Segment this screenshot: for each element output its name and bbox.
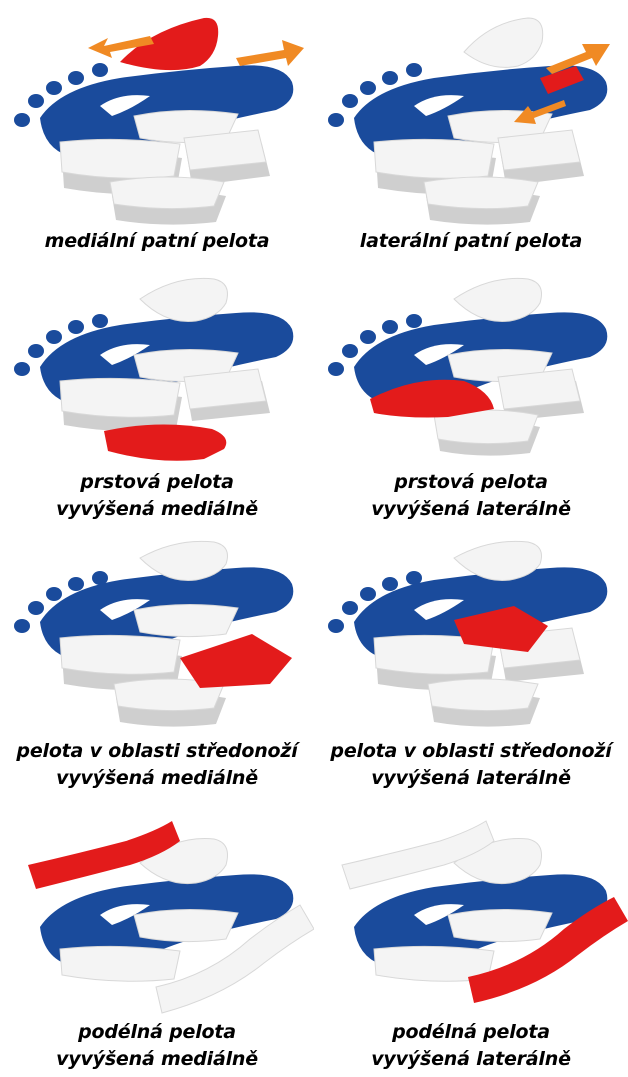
toe-dot xyxy=(342,601,358,615)
toe-dot xyxy=(406,571,422,585)
toe-dot xyxy=(382,577,398,591)
toe-dot xyxy=(342,344,358,358)
red-midfoot-pad xyxy=(180,634,292,688)
piece-forefoot xyxy=(60,139,180,178)
toe-dot xyxy=(28,601,44,615)
caption-line: laterální patní pelota xyxy=(314,228,628,255)
caption-line: vyvýšená laterálně xyxy=(314,765,628,792)
caption: podélná pelota vyvýšená mediálně xyxy=(0,1019,314,1073)
caption-line: pelota v oblasti středonoží xyxy=(0,738,314,765)
toe-dot xyxy=(92,571,108,585)
panel-longitudinal-medial: podélná pelota vyvýšená mediálně xyxy=(0,807,314,1076)
toe-dot xyxy=(46,587,62,601)
panel-midfoot-lateral: pelota v oblasti středonoží vyvýšená lat… xyxy=(314,538,628,807)
caption: laterální patní pelota xyxy=(314,228,628,255)
caption-line: vyvýšená laterálně xyxy=(314,1046,628,1073)
toe-dot xyxy=(68,71,84,85)
caption-line: podélná pelota xyxy=(314,1019,628,1046)
piece-toe xyxy=(428,679,538,711)
piece-toe xyxy=(424,177,538,209)
toe-dot xyxy=(406,314,422,328)
toe-dot xyxy=(28,344,44,358)
caption-line: vyvýšená mediálně xyxy=(0,765,314,792)
caption-line: vyvýšená mediálně xyxy=(0,496,314,523)
toe-dot xyxy=(14,619,30,633)
white-longitudinal-strip xyxy=(342,821,494,889)
toe-dot xyxy=(328,113,344,127)
panel-heel-lateral: laterální patní pelota xyxy=(314,0,628,269)
arrow-right xyxy=(236,40,304,66)
piece-midfoot xyxy=(134,909,238,941)
toe-dot xyxy=(360,330,376,344)
heel-cup xyxy=(454,278,542,321)
toe-dot xyxy=(360,587,376,601)
caption-line: pelota v oblasti středonoží xyxy=(314,738,628,765)
caption-line: vyvýšená laterálně xyxy=(314,496,628,523)
panel-heel-medial: mediální patní pelota xyxy=(0,0,314,269)
toe-dot xyxy=(382,320,398,334)
panel-toe-lateral: prstová pelota vyvýšená laterálně xyxy=(314,269,628,538)
toe-dot xyxy=(28,94,44,108)
caption: pelota v oblasti středonoží vyvýšená med… xyxy=(0,738,314,792)
toe-dot xyxy=(68,320,84,334)
heel-cup xyxy=(140,278,228,321)
caption: pelota v oblasti středonoží vyvýšená lat… xyxy=(314,738,628,792)
toe-dot xyxy=(92,314,108,328)
red-toe-pad xyxy=(104,424,226,460)
piece-forefoot xyxy=(374,139,494,178)
piece-forefoot xyxy=(60,946,180,981)
panel-midfoot-medial: pelota v oblasti středonoží vyvýšená med… xyxy=(0,538,314,807)
panel-toe-medial: prstová pelota vyvýšená mediálně xyxy=(0,269,314,538)
toe-dot xyxy=(68,577,84,591)
piece-forefoot xyxy=(60,378,180,417)
caption-line: mediální patní pelota xyxy=(0,228,314,255)
toe-dot xyxy=(92,63,108,77)
caption: prstová pelota vyvýšená laterálně xyxy=(314,469,628,523)
panel-longitudinal-lateral: podélná pelota vyvýšená laterálně xyxy=(314,807,628,1076)
caption-line: prstová pelota xyxy=(0,469,314,496)
toe-dot xyxy=(328,619,344,633)
heel-cup xyxy=(464,18,543,67)
caption: podélná pelota vyvýšená laterálně xyxy=(314,1019,628,1073)
caption: mediální patní pelota xyxy=(0,228,314,255)
piece-forefoot xyxy=(60,635,180,674)
toe-dot xyxy=(360,81,376,95)
piece-toe xyxy=(110,177,224,209)
caption-line: prstová pelota xyxy=(314,469,628,496)
toe-dot xyxy=(382,71,398,85)
toe-dot xyxy=(46,330,62,344)
toe-dot xyxy=(14,113,30,127)
caption-line: vyvýšená mediálně xyxy=(0,1046,314,1073)
toe-dot xyxy=(14,362,30,376)
toe-dot xyxy=(46,81,62,95)
toe-dot xyxy=(328,362,344,376)
caption-line: podélná pelota xyxy=(0,1019,314,1046)
piece-midfoot xyxy=(448,909,552,941)
caption: prstová pelota vyvýšená mediálně xyxy=(0,469,314,523)
toe-dot xyxy=(342,94,358,108)
toe-dot xyxy=(406,63,422,77)
piece-midfoot xyxy=(134,604,238,636)
